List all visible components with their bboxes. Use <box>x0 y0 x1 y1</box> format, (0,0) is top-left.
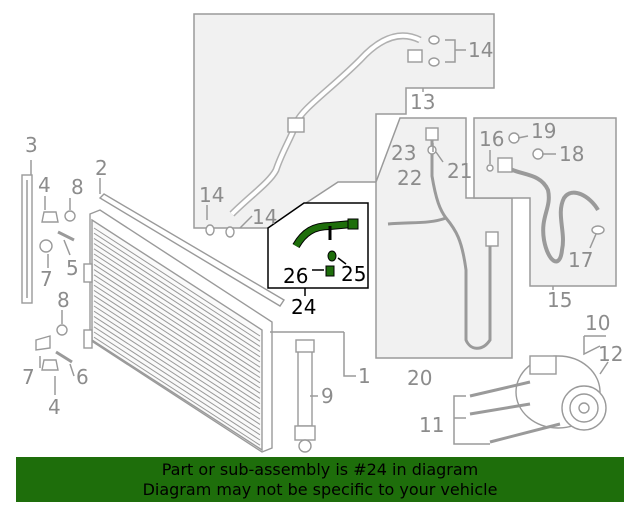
condenser-fin <box>93 269 261 379</box>
callout-14-left: 14 <box>199 183 224 207</box>
condenser-fin <box>93 227 261 337</box>
callout-6: 6 <box>76 365 89 389</box>
suction-line-15 <box>486 132 605 264</box>
condenser-fin <box>93 310 261 420</box>
callout-14-right: 14 <box>252 205 277 229</box>
callout-24: 24 <box>291 295 316 319</box>
callout-8-bottom: 8 <box>57 288 70 312</box>
condenser-fin <box>93 274 261 384</box>
callout-5: 5 <box>66 256 79 280</box>
parts-diagram: 1 2 3 4 4 5 6 7 7 8 8 9 10 11 12 13 14 1… <box>21 13 623 453</box>
callout-11: 11 <box>419 413 444 437</box>
condenser-fin <box>93 253 261 363</box>
condenser-fin <box>93 232 261 342</box>
callout-26: 26 <box>283 264 308 288</box>
condenser-fin <box>93 336 261 446</box>
condenser-fin <box>93 326 261 436</box>
compressor <box>515 355 607 431</box>
condenser-fin <box>93 300 261 410</box>
panel-20 <box>375 117 513 359</box>
upper-hose <box>205 32 440 238</box>
condenser-fin <box>93 331 261 441</box>
condenser <box>83 193 285 453</box>
banner-line-2: Diagram may not be specific to your vehi… <box>142 480 498 499</box>
callout-4-bottom: 4 <box>48 395 61 419</box>
condenser-fin <box>93 289 261 399</box>
callout-20: 20 <box>407 366 432 390</box>
callout-1: 1 <box>358 364 371 388</box>
receiver-drier <box>294 339 316 453</box>
liquid-line-20 <box>387 127 499 350</box>
callout-15: 15 <box>547 288 572 312</box>
callout-9: 9 <box>321 384 334 408</box>
condenser-fin <box>93 248 261 358</box>
callout-16: 16 <box>479 127 504 151</box>
callout-3: 3 <box>25 133 38 157</box>
condenser-fin <box>93 243 261 353</box>
condenser-fin <box>93 279 261 389</box>
callout-10: 10 <box>585 311 610 335</box>
callout-8-top: 8 <box>71 175 84 199</box>
callout-4-top: 4 <box>38 173 51 197</box>
left-bracket <box>21 174 33 304</box>
condenser-fin <box>93 321 261 431</box>
small-fasteners <box>35 210 76 371</box>
callout-17: 17 <box>568 248 593 272</box>
callout-13: 13 <box>410 90 435 114</box>
callout-18: 18 <box>559 142 584 166</box>
callout-7-bottom: 7 <box>22 365 35 389</box>
callout-22: 22 <box>397 166 422 190</box>
callout-12: 12 <box>598 342 623 366</box>
callout-7-top: 7 <box>40 267 53 291</box>
callout-2: 2 <box>95 156 108 180</box>
condenser-fin <box>93 305 261 415</box>
info-banner: Part or sub-assembly is #24 in diagram D… <box>16 457 624 502</box>
callout-23: 23 <box>391 141 416 165</box>
condenser-fin <box>93 237 261 347</box>
callout-25: 25 <box>341 262 366 286</box>
callout-14-top: 14 <box>468 38 493 62</box>
condenser-fin <box>93 263 261 373</box>
callout-19: 19 <box>531 119 556 143</box>
banner-line-1: Part or sub-assembly is #24 in diagram <box>161 460 479 479</box>
leader-lines <box>30 39 609 445</box>
condenser-fin <box>93 284 261 394</box>
callout-21: 21 <box>447 159 472 183</box>
condenser-fin <box>93 295 261 405</box>
condenser-fin <box>93 315 261 425</box>
bolts <box>469 380 561 444</box>
condenser-fin <box>93 258 261 368</box>
hose-assembly-24 <box>292 218 359 277</box>
